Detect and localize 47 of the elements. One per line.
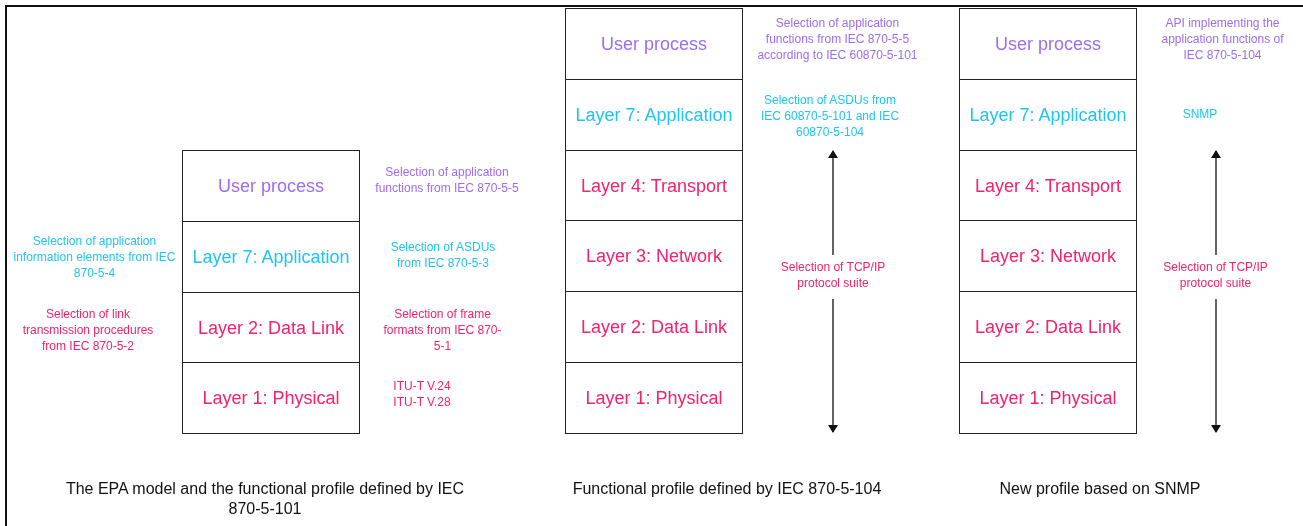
process-box [182,150,360,222]
caption: Functional profile defined by IEC 870-5-104 [571,479,883,499]
annotation: Selection of frame formats from IEC 870-5-1 [382,306,503,354]
layer-title: Layer 7: Application [969,104,1127,126]
annotation: Selection of application functions from IEC 870-5-5 according to IEC 60870-5-101 [756,15,919,63]
layer-box [565,220,743,292]
layer-title: User process [601,33,707,55]
annotation: Selection of application information elements from IEC 870-5-4 [12,233,177,281]
layer-title: User process [218,175,324,197]
layer-title: Layer 1: Physical [979,387,1117,409]
layer-title: Layer 4: Transport [974,175,1122,197]
layer-title: Layer 1: Physical [585,387,723,409]
layer-box [959,362,1137,434]
layer-box [182,221,360,293]
layer-title: Layer 2: Data Link [197,317,345,339]
caption: New profile based on SNMP [998,479,1202,499]
process-box [959,8,1137,80]
layer-box [959,79,1137,151]
layer-box [182,362,360,434]
layer-box [565,79,743,151]
annotation: Selection of TCP/IP protocol suite [1162,259,1269,291]
layer-box [565,291,743,363]
process-box [565,8,743,80]
layer-title: Layer 7: Application [192,246,350,268]
layer-title: Layer 2: Data Link [974,316,1122,338]
annotation: Selection of ASDUs from IEC 60870-5-101 and IEC 60870-5-104 [760,92,900,140]
layer-box [959,220,1137,292]
annotation: Selection of link transmission procedures from IEC 870-5-2 [21,306,155,354]
layer-title: Layer 4: Transport [580,175,728,197]
annotation: Selection of TCP/IP protocol suite [779,259,887,291]
layer-title: Layer 3: Network [979,245,1117,267]
layer-box [565,150,743,222]
annotation: Selection of application functions from IEC 870-5-5 [374,164,520,196]
layer-title: Layer 2: Data Link [580,316,728,338]
annotation: ITU-T V.24 ITU-T V.28 [392,378,452,410]
annotation: Selection of ASDUs from IEC 870-5-3 [389,239,497,271]
layer-box [182,292,360,364]
caption: The EPA model and the functional profile defined by IEC 870-5-101 [64,479,466,519]
layer-box [565,362,743,434]
annotation: SNMP [1181,106,1219,122]
layer-title: User process [995,33,1101,55]
layer-title: Layer 3: Network [585,245,723,267]
layer-box [959,150,1137,222]
layer-box [959,291,1137,363]
layer-title: Layer 7: Application [575,104,733,126]
layer-title: Layer 1: Physical [202,387,340,409]
annotation: API implementing the application functions of IEC 870-5-104 [1160,15,1285,63]
